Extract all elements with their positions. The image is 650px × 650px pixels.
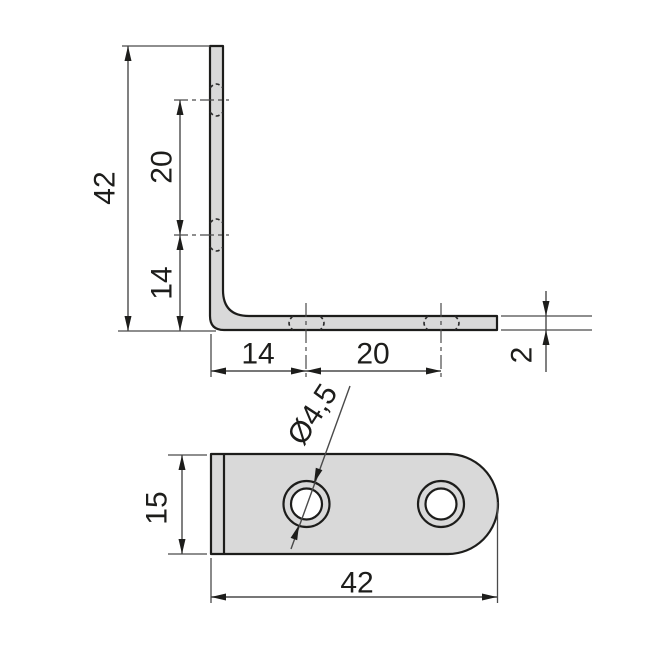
arrowhead [211,593,226,601]
dim-side-offset-label: 14 [146,266,179,299]
dim-plan-length: 42 [210,502,499,603]
side-view: 42 20 14 14 [89,44,592,377]
dim-plan-width: 15 [141,454,207,555]
dim-side-hole-offset: 14 [146,235,184,331]
plan-hole-2 [416,479,466,529]
arrowhead [124,316,132,331]
hole-collar [282,479,331,529]
side-view-hole-4-hidden [423,303,460,377]
hole-bore [289,487,324,521]
arrowhead [178,539,186,554]
hole-collar [416,479,466,529]
arrowhead [211,367,226,375]
arrowhead [176,235,184,250]
arrowhead [176,100,184,115]
dim-side-height-label: 42 [89,171,122,204]
dim-hole-diameter-label: Ø4,5 [281,378,344,451]
side-view-hole-3-hidden [288,303,325,377]
hidden-arc [209,111,224,117]
dim-thickness: 2 [501,291,592,372]
arrowhead [482,593,497,601]
hidden-arc [209,83,224,89]
hidden-arc [423,315,429,331]
arrowhead [291,367,306,375]
hole-bore [424,487,458,521]
dim-base-first-hole: 14 [210,334,441,377]
dim-base-spacing-label: 20 [356,338,389,371]
dim-base-first-hole-label: 14 [241,338,274,371]
plan-view: 15 42 Ø4,5 [141,378,500,603]
plan-hole-1 [282,479,331,529]
arrowhead [306,367,321,375]
hidden-arc [209,218,224,224]
arrowhead [314,467,323,483]
side-view-hole-2-hidden [174,218,229,252]
arrowhead [178,455,186,470]
dim-side-hole-spacing: 20 [146,100,184,331]
dim-side-height: 42 [89,45,216,332]
hidden-arc [454,315,460,331]
dim-side-spacing-label: 20 [146,150,179,183]
arrowhead [542,330,550,345]
dim-base-hole-spacing: 20 [306,338,441,375]
dim-plan-width-label: 15 [141,491,174,524]
dim-thickness-label: 2 [506,347,539,364]
dim-plan-length-label: 42 [340,567,373,600]
hidden-arc [209,246,224,252]
arrowhead [542,301,550,316]
leader-line [290,385,351,550]
side-view-hole-1-hidden [174,83,229,117]
arrowhead [290,525,299,541]
arrowhead [426,367,441,375]
arrowhead [176,316,184,331]
hidden-arc [319,315,325,331]
hidden-arc [288,315,294,331]
side-view-profile [208,44,499,332]
arrowhead [176,220,184,235]
arrowhead [124,46,132,61]
